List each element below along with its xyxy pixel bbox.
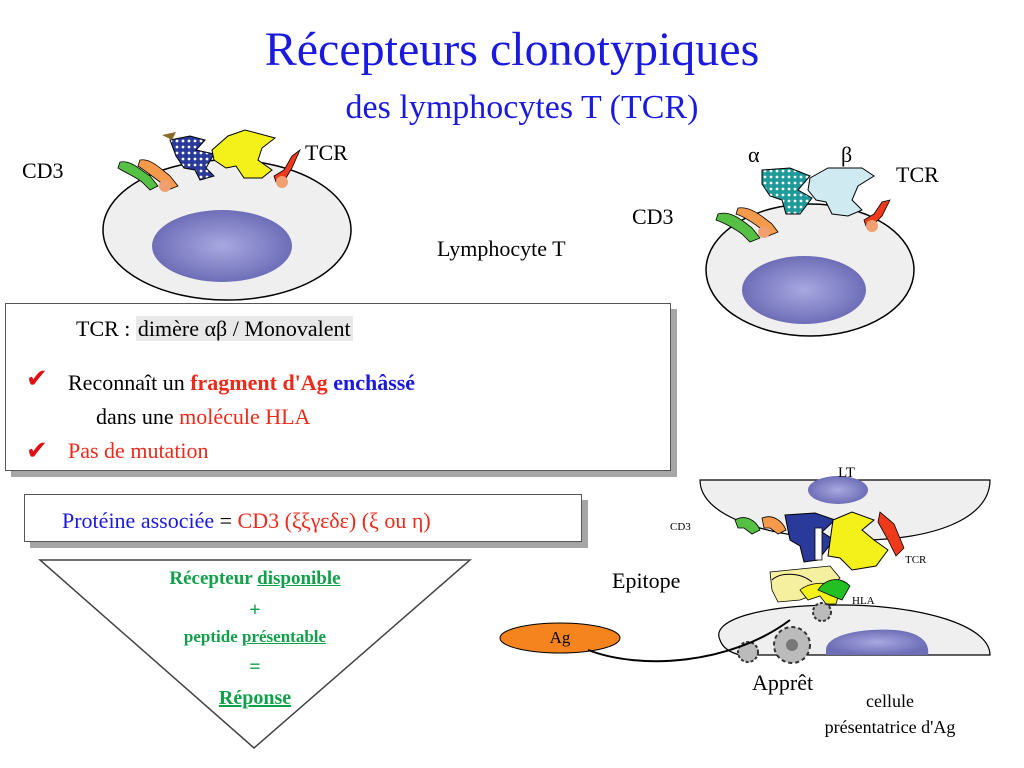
right-tcr-label: TCR: [896, 162, 939, 187]
hla-prefix: dans une: [96, 404, 180, 429]
apc-label-line2: présentatrice d'Ag: [824, 717, 956, 737]
fragment-ag: fragment d'Ag: [190, 370, 328, 395]
synapse-tcr: [734, 511, 905, 571]
page-subtitle: des lymphocytes T (TCR): [345, 89, 699, 126]
associated-protein-line: Protéine associée = CD3 (ξξγεδε) (ξ ou η…: [62, 508, 431, 534]
page-title: Récepteurs clonotypiques: [264, 23, 760, 76]
check-icon: ✔: [26, 364, 48, 393]
lymphocyte-t-label: Lymphocyte T: [437, 236, 566, 261]
hla-molecule: molécule HLA: [179, 404, 311, 429]
right-cd3: [715, 199, 891, 243]
apc-cell: [718, 604, 991, 656]
triangle-equals: =: [249, 656, 261, 678]
equals-sign: =: [214, 508, 238, 533]
apc-label-line1: cellule: [866, 691, 914, 711]
synapse-tcr-label: TCR: [905, 554, 927, 566]
peptide-word: peptide: [183, 627, 243, 646]
triangle-plus: +: [249, 599, 261, 621]
left-lymphocyte: [102, 159, 352, 301]
beta-label: β: [841, 142, 853, 167]
enchasse: enchâssé: [333, 370, 416, 395]
synapse-hla: [769, 565, 851, 605]
triangle-response: Réponse: [218, 687, 292, 709]
left-tcr-label: TCR: [305, 140, 348, 165]
right-tcr-receptor: [761, 167, 875, 217]
appret-label: Apprêt: [752, 670, 814, 695]
response-triangle: [38, 559, 473, 749]
associated-protein-box: [24, 494, 582, 542]
right-cd3-label: CD3: [632, 204, 674, 229]
recognition-line: Reconnaît un fragment d'Ag enchâssé: [68, 370, 415, 396]
tcr-dimer-text: dimère αβ / Monovalent: [135, 316, 353, 341]
synapse-cd3-label: CD3: [670, 521, 691, 533]
hla-line: dans une molécule HLA: [96, 404, 310, 430]
triangle-line2: peptide présentable: [40, 627, 470, 647]
left-cd3-label: CD3: [22, 158, 64, 183]
ag-connector: [499, 619, 791, 663]
receptor-word: Récepteur: [169, 568, 258, 589]
epitope-label: Epitope: [612, 568, 681, 593]
appret-gears: [737, 602, 832, 664]
synapse-hla-label: HLA: [852, 595, 875, 607]
tcr-prefix: TCR :: [76, 316, 136, 341]
check-icon: ✔: [26, 436, 48, 465]
cd3-composition: CD3 (ξξγεδε) (ξ ou η): [237, 508, 431, 533]
triangle-line1: Récepteur disponible: [40, 568, 470, 590]
left-cd3: [117, 148, 301, 192]
recognition-prefix: Reconnaît un: [68, 370, 191, 395]
presentable-word: présentable: [242, 627, 327, 646]
tcr-dimer-line: TCR : dimère αβ / Monovalent: [76, 316, 353, 342]
associated-protein-prefix: Protéine associée: [62, 508, 215, 533]
left-tcr-receptor: [162, 129, 277, 181]
no-mutation-line: Pas de mutation: [68, 438, 209, 463]
alpha-label: α: [748, 142, 760, 167]
lt-label: LT: [838, 465, 855, 481]
ag-label: Ag: [549, 628, 571, 647]
available-word: disponible: [257, 568, 341, 589]
